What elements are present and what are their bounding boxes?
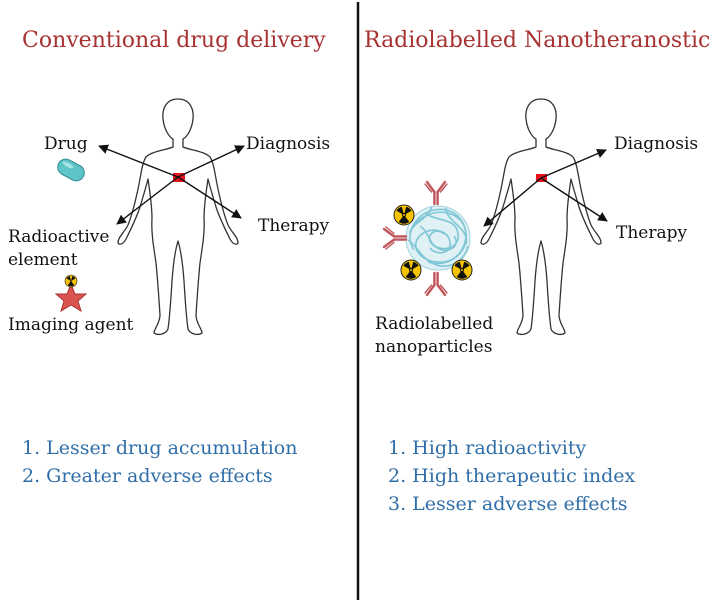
left-panel-title: Conventional drug delivery [22,28,326,53]
label-radioactive-line2: element [8,250,78,270]
capsule-icon [57,158,85,182]
label-radiolabelled-nanoparticles: Radiolabelled nanoparticles [375,313,493,359]
label-therapy-left: Therapy [258,216,330,236]
left-arrows [98,144,245,225]
right-points-list: 1. High radioactivity 2. High therapeuti… [388,434,635,518]
right-panel-title: Radiolabelled Nanotheranostics [364,28,710,53]
label-drug: Drug [44,134,88,154]
left-points-list: 1. Lesser drug accumulation 2. Greater a… [22,434,297,490]
star-icon [54,282,88,313]
right-point-item: 1. High radioactivity [388,437,587,459]
label-diagnosis-right: Diagnosis [614,134,699,154]
right-point-item: 3. Lesser adverse effects [388,493,628,515]
right-point-item: 2. High therapeutic index [388,465,636,487]
label-radioactive-line1: Radioactive [8,227,110,247]
label-imaging-agent: Imaging agent [8,315,134,335]
nanoparticle-icon [405,205,471,271]
left-point-item: 2. Greater adverse effects [22,465,273,487]
label-therapy-right: Therapy [616,223,688,243]
right-human-body-icon [480,98,602,336]
label-nanoparticles-line1: Radiolabelled [375,314,494,334]
label-diagnosis-left: Diagnosis [246,134,331,154]
right-arrows [483,148,608,227]
label-radioactive-element: Radioactive element [8,226,109,272]
left-point-item: 1. Lesser drug accumulation [22,437,298,459]
radiation-icon [64,274,78,288]
label-nanoparticles-line2: nanoparticles [375,337,493,357]
left-human-body-icon [117,98,239,336]
